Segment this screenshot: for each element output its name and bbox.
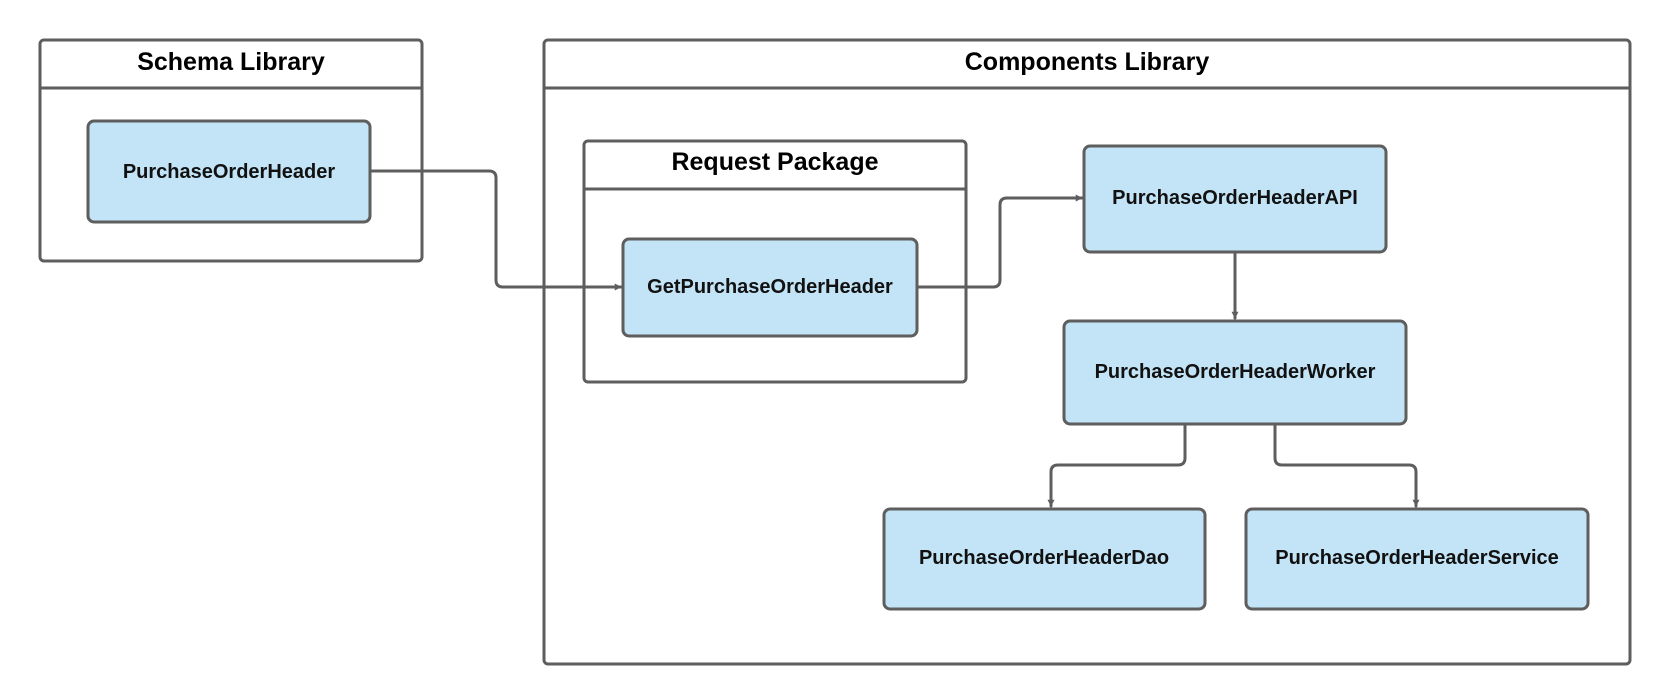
node-purchaseorderheader-label: PurchaseOrderHeader <box>123 161 336 183</box>
node-purchaseorderheaderapi-label: PurchaseOrderHeaderAPI <box>1112 187 1358 209</box>
node-purchaseorderheaderworker-label: PurchaseOrderHeaderWorker <box>1095 361 1376 383</box>
node-purchaseorderheaderservice-box[interactable] <box>1244 507 1590 611</box>
components-library-title: Components Library <box>965 48 1210 76</box>
node-purchaseorderheaderapi[interactable]: PurchaseOrderHeaderAPI <box>1082 144 1388 254</box>
node-purchaseorderheaderapi-box[interactable] <box>1082 144 1388 254</box>
node-purchaseorderheaderworker[interactable]: PurchaseOrderHeaderWorker <box>1062 319 1408 426</box>
node-purchaseorderheaderdao[interactable]: PurchaseOrderHeaderDao <box>882 507 1207 611</box>
edge-worker-to-dao <box>1047 422 1187 508</box>
node-purchaseorderheader[interactable]: PurchaseOrderHeader <box>86 119 372 224</box>
node-purchaseorderheaderdao-label: PurchaseOrderHeaderDao <box>919 547 1169 569</box>
edge-purchaseorderheader-to-getpurchaseorderheader <box>370 169 623 291</box>
node-purchaseorderheader-box[interactable] <box>86 119 372 224</box>
request-package-title: Request Package <box>671 148 878 176</box>
node-purchaseorderheaderservice[interactable]: PurchaseOrderHeaderService <box>1244 507 1590 611</box>
node-getpurchaseorderheader-box[interactable] <box>621 237 919 338</box>
node-purchaseorderheaderworker-box[interactable] <box>1062 319 1408 426</box>
node-getpurchaseorderheader[interactable]: GetPurchaseOrderHeader <box>621 237 919 338</box>
schema-library-title: Schema Library <box>137 48 325 76</box>
edge-worker-to-service <box>1273 422 1420 508</box>
node-purchaseorderheaderdao-box[interactable] <box>882 507 1207 611</box>
edge-getpurchaseorderheader-to-api <box>915 194 1084 289</box>
node-purchaseorderheaderservice-label: PurchaseOrderHeaderService <box>1275 547 1559 569</box>
connectors <box>370 169 1420 508</box>
node-getpurchaseorderheader-label: GetPurchaseOrderHeader <box>647 276 893 298</box>
